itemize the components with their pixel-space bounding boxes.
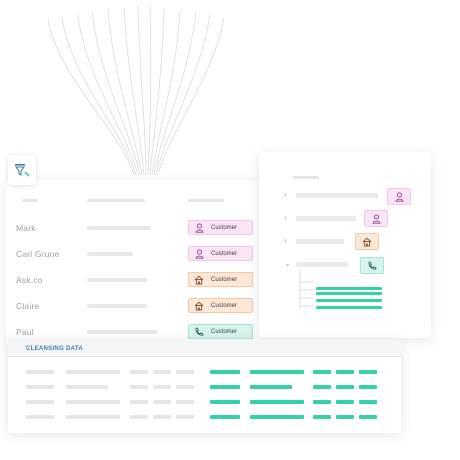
house-icon (362, 237, 372, 246)
tree-child-bar[interactable] (316, 299, 382, 302)
phone-icon (368, 261, 377, 270)
column-header-type (188, 199, 224, 202)
cleansed-cell (313, 400, 331, 404)
chip-label: Customer (211, 250, 238, 257)
customer-chip[interactable]: Customer (188, 246, 253, 261)
chip-label: Customer (211, 224, 238, 231)
customer-chip[interactable]: Customer (188, 272, 253, 287)
person-icon-tag[interactable] (387, 188, 411, 205)
person-icon-tag[interactable] (364, 210, 388, 227)
data-cell (130, 400, 148, 404)
data-cell (26, 370, 54, 374)
tree-child-bar[interactable] (316, 306, 382, 309)
data-cell (66, 415, 120, 419)
cleansed-cell (250, 415, 304, 419)
row-detail-bar (87, 330, 157, 334)
chevron-right-icon[interactable]: › (284, 236, 287, 245)
chevron-right-icon[interactable]: › (284, 190, 287, 199)
person-icon (193, 247, 205, 260)
cleansed-cell (210, 370, 240, 374)
row-label: Paul (16, 327, 34, 337)
cleansed-cell (250, 370, 304, 374)
chevron-right-icon[interactable]: › (284, 213, 287, 222)
data-cell (176, 385, 194, 389)
phone-icon-tag[interactable] (360, 257, 384, 274)
row-label: Mark (16, 223, 36, 233)
tree-connector (299, 270, 314, 310)
tree-child-bar[interactable] (316, 292, 382, 295)
cleansed-cell (336, 400, 354, 404)
cleansed-cell (250, 385, 292, 389)
data-cell (26, 415, 54, 419)
data-cell (66, 400, 120, 404)
cleansed-cell (210, 400, 240, 404)
chip-label: Customer (211, 302, 238, 309)
cleansed-cell (336, 415, 354, 419)
data-cell (153, 370, 171, 374)
data-cell (66, 385, 108, 389)
filter-badge[interactable] (8, 155, 36, 185)
data-cell (66, 370, 120, 374)
cleansed-cell (359, 385, 377, 389)
data-cell (176, 370, 194, 374)
tree-header (293, 176, 319, 179)
house-icon-tag[interactable] (355, 233, 379, 250)
tree-item-bar[interactable] (296, 239, 344, 244)
cleansed-cell (210, 415, 240, 419)
chip-label: Customer (211, 328, 238, 335)
data-cell (176, 400, 194, 404)
row-detail-bar (87, 304, 147, 308)
chip-label: Customer (211, 276, 238, 283)
house-icon (193, 273, 205, 286)
data-cell (130, 385, 148, 389)
person-icon (395, 191, 403, 202)
data-cell (153, 415, 171, 419)
data-cell (130, 415, 148, 419)
row-label: Ask.co (16, 275, 43, 285)
tree-item-bar[interactable] (296, 216, 356, 221)
row-label: Claire (16, 301, 40, 311)
converging-lines-graphic (47, 5, 225, 176)
data-cell (153, 385, 171, 389)
filter-icon (14, 164, 30, 177)
cleansed-cell (359, 415, 377, 419)
customer-chip[interactable]: Customer (188, 324, 253, 339)
row-detail-bar (87, 226, 151, 230)
column-header-name (22, 199, 38, 202)
data-cell (26, 385, 54, 389)
row-label: Carl Grune (16, 249, 60, 259)
row-detail-bar (87, 252, 133, 256)
row-detail-bar (87, 278, 147, 282)
cleansed-cell (210, 385, 240, 389)
phone-icon (193, 325, 205, 338)
column-header-details (87, 199, 145, 202)
cleansed-cell (313, 385, 331, 389)
data-cell (176, 415, 194, 419)
customer-table-panel (6, 180, 262, 346)
cleansed-cell (250, 400, 304, 404)
data-cell (26, 400, 54, 404)
house-icon (193, 299, 205, 312)
cleansed-cell (359, 400, 377, 404)
person-icon (372, 213, 380, 224)
tree-item-bar[interactable] (296, 193, 378, 198)
data-cell (130, 370, 148, 374)
cleansing-data-header (8, 339, 401, 357)
cleansed-cell (359, 370, 377, 374)
customer-chip[interactable]: Customer (188, 220, 253, 235)
customer-chip[interactable]: Customer (188, 298, 253, 313)
cleansed-cell (336, 385, 354, 389)
tree-item-bar[interactable] (296, 262, 348, 267)
cleansing-data-title: CLEANSING DATA (26, 346, 83, 352)
cleansed-cell (336, 370, 354, 374)
tree-child-bar[interactable] (316, 287, 382, 290)
chevron-down-icon[interactable]: ⌄ (284, 259, 291, 268)
data-cell (153, 400, 171, 404)
cleansed-cell (313, 370, 331, 374)
cleansed-cell (313, 415, 331, 419)
person-icon (193, 221, 205, 234)
